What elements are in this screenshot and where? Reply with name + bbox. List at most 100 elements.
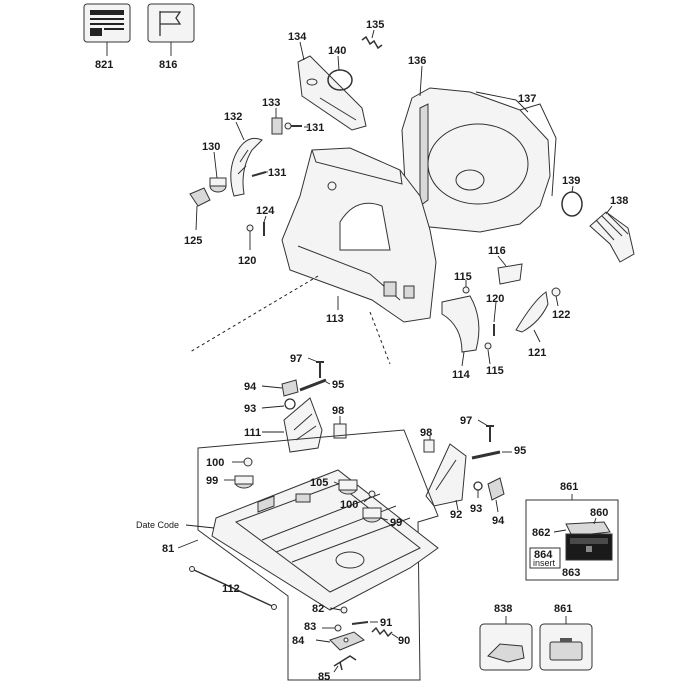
part-122-screw: [551, 287, 561, 297]
label-97-right: 97: [460, 415, 472, 427]
label-94-left: 94: [244, 381, 257, 393]
part-138-dust-port: [589, 211, 635, 263]
part-130-knob: [209, 177, 227, 193]
part-90-spring: [371, 626, 393, 638]
label-121: 121: [528, 347, 546, 359]
label-137: 137: [518, 93, 536, 105]
label-100-left: 100: [206, 457, 224, 469]
label-864: 864: [534, 549, 553, 561]
part-861-box-icon: [539, 623, 593, 671]
part-98-pin-right: [423, 439, 435, 453]
part-132-guard-arm: [230, 137, 263, 197]
part-98-pin-left: [333, 423, 347, 439]
label-98-right: 98: [420, 427, 432, 439]
label-114: 114: [452, 369, 471, 381]
label-816: 816: [159, 59, 177, 71]
label-94-right: 94: [492, 515, 505, 527]
part-94-block-right: [487, 477, 505, 501]
part-84-latch: [329, 631, 365, 651]
label-date-code: Date Code: [136, 520, 179, 530]
part-83-washer: [334, 624, 342, 632]
part-864-insert-tag: [529, 547, 561, 569]
part-82-screw: [340, 606, 348, 614]
part-821-manual-icon: [83, 3, 131, 43]
label-98-left: 98: [332, 405, 344, 417]
label-861-top: 861: [560, 481, 578, 493]
label-97-left: 97: [290, 353, 302, 365]
label-134: 134: [288, 31, 307, 43]
part-115-screw-upper: [462, 286, 470, 294]
label-92: 92: [450, 509, 462, 521]
label-131-mid: 131: [268, 167, 286, 179]
part-133-clip: [271, 117, 283, 135]
label-83: 83: [304, 621, 316, 633]
label-140: 140: [328, 45, 346, 57]
label-91: 91: [380, 617, 392, 629]
label-120-right: 120: [486, 293, 504, 305]
part-112-rod: [189, 566, 277, 610]
part-93-washer-left: [284, 398, 296, 410]
alignment-line-1: [189, 275, 319, 353]
label-838: 838: [494, 603, 512, 615]
alignment-line-2: [369, 311, 391, 365]
label-112: 112: [222, 583, 240, 595]
part-93-washer-right: [473, 481, 483, 491]
part-100-screw-left: [243, 457, 253, 467]
part-139-ring: [561, 191, 583, 217]
label-116: 116: [488, 245, 506, 257]
part-95-plate-left: [299, 378, 327, 392]
part-136-blade-guard: [401, 87, 557, 233]
part-121-deflector: [515, 291, 549, 333]
label-81: 81: [162, 543, 174, 555]
part-113-main-housing: [281, 147, 437, 323]
label-821: 821: [95, 59, 113, 71]
part-114-deflector: [441, 295, 480, 353]
part-100-screw-right: [368, 490, 376, 498]
part-115-screw-lower: [484, 342, 492, 350]
label-132: 132: [224, 111, 242, 123]
part-105-foot-center: [338, 479, 358, 495]
label-861-bottom: 861: [554, 603, 572, 615]
part-99-foot-right: [362, 507, 382, 523]
label-82: 82: [312, 603, 324, 615]
part-838-tray-icon: [479, 623, 533, 671]
label-93-left: 93: [244, 403, 256, 415]
case-assembly-frame: [525, 499, 619, 581]
label-131-top: 131: [306, 122, 324, 134]
label-95-right: 95: [514, 445, 526, 457]
label-90: 90: [398, 635, 410, 647]
label-111: 111: [244, 427, 261, 439]
part-131-screw-mid: [251, 171, 267, 177]
part-120-screw-left: [246, 224, 254, 232]
base-assembly-frame: [197, 429, 439, 681]
label-99-right: 99: [390, 517, 402, 529]
label-100-right: 100: [340, 499, 358, 511]
label-138: 138: [610, 195, 628, 207]
label-133: 133: [262, 97, 280, 109]
part-116-plate: [497, 263, 523, 285]
label-863: 863: [562, 567, 580, 579]
part-95-plate-right: [471, 450, 501, 460]
label-122: 122: [552, 309, 570, 321]
label-115-lower: 115: [486, 365, 504, 377]
label-105: 105: [310, 477, 328, 489]
label-99-left: 99: [206, 475, 218, 487]
part-85-clip: [333, 655, 357, 671]
label-130: 130: [202, 141, 220, 153]
label-85: 85: [318, 671, 330, 683]
label-115-upper: 115: [454, 271, 472, 283]
part-99-foot-left: [234, 475, 254, 489]
label-860: 860: [590, 507, 608, 519]
label-864-insert: insert: [533, 558, 556, 568]
part-94-block-left: [281, 379, 299, 397]
part-97-bolt-left: [316, 361, 324, 378]
part-140-ring: [327, 69, 353, 91]
part-816-flag-icon: [147, 3, 195, 43]
part-97-bolt-right: [486, 425, 494, 442]
label-125: 125: [184, 235, 202, 247]
label-135: 135: [366, 19, 384, 31]
part-125-bracket: [189, 187, 211, 207]
part-111-riving-knife-left: [283, 397, 323, 453]
part-863-case: [565, 521, 613, 561]
